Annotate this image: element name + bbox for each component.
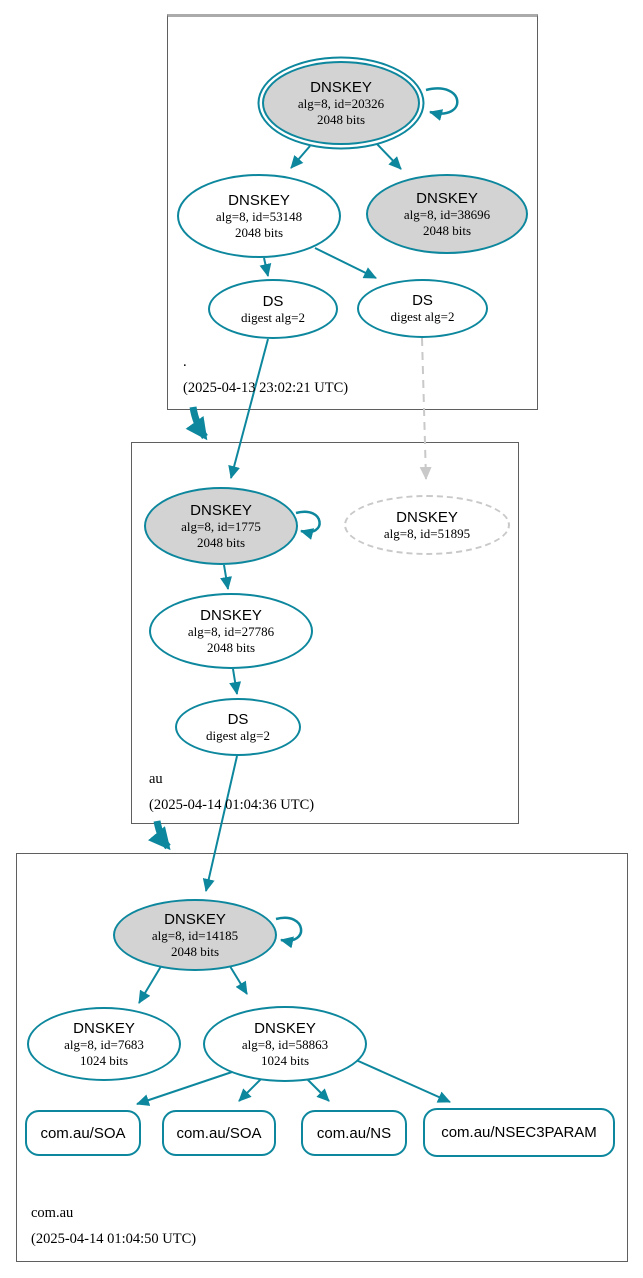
node-alg: alg=8, id=1775 bbox=[181, 519, 261, 535]
rrset-label: com.au/SOA bbox=[176, 1124, 262, 1142]
node-alg: alg=8, id=58863 bbox=[241, 1037, 329, 1053]
node-alg: alg=8, id=27786 bbox=[187, 624, 275, 640]
node-title: DS bbox=[412, 292, 433, 310]
dnskey-node-comau-zsk-58863[interactable]: DNSKEY alg=8, id=58863 1024 bits bbox=[203, 1006, 367, 1082]
node-bits: 1024 bits bbox=[79, 1052, 129, 1068]
dnskey-node-comau-ksk-14185[interactable]: DNSKEY alg=8, id=14185 2048 bits bbox=[113, 899, 277, 971]
node-title: DS bbox=[227, 710, 249, 728]
dnskey-node-root-zsk-53148[interactable]: DNSKEY alg=8, id=53148 2048 bits bbox=[177, 174, 341, 258]
rrset-node-comau-nsec3param[interactable]: com.au/NSEC3PARAM bbox=[423, 1108, 615, 1157]
node-alg: digest alg=2 bbox=[205, 727, 271, 743]
dnskey-node-root-ksk-20326[interactable]: DNSKEY alg=8, id=20326 2048 bits bbox=[262, 61, 420, 145]
rrset-label: com.au/NS bbox=[316, 1124, 392, 1142]
node-bits: 2048 bits bbox=[206, 639, 256, 655]
node-alg: digest alg=2 bbox=[240, 309, 306, 325]
dnskey-node-au-ksk-1775[interactable]: DNSKEY alg=8, id=1775 2048 bits bbox=[144, 487, 298, 565]
ds-node-root-1[interactable]: DS digest alg=2 bbox=[208, 279, 338, 339]
zone-box-com-au bbox=[16, 853, 628, 1262]
node-bits: 2048 bits bbox=[170, 943, 220, 959]
node-alg: digest alg=2 bbox=[390, 309, 455, 325]
node-alg: alg=8, id=53148 bbox=[215, 209, 303, 225]
node-alg: alg=8, id=51895 bbox=[383, 525, 471, 541]
rrset-node-comau-soa-2[interactable]: com.au/SOA bbox=[162, 1110, 276, 1156]
zone-box-root bbox=[167, 14, 538, 410]
rrset-label: com.au/SOA bbox=[40, 1124, 126, 1142]
edge-delegation-root-to-au bbox=[185, 406, 208, 441]
edge-delegation-au-to-comau bbox=[148, 820, 171, 851]
node-title: DNSKEY bbox=[190, 502, 252, 520]
node-title: DNSKEY bbox=[254, 1020, 316, 1038]
node-bits: 1024 bits bbox=[260, 1052, 310, 1068]
ds-node-root-2[interactable]: DS digest alg=2 bbox=[357, 279, 488, 338]
zone-timestamp-au: (2025-04-14 01:04:36 UTC) bbox=[149, 797, 315, 813]
zone-timestamp-root: (2025-04-13 23:02:21 UTC) bbox=[183, 380, 349, 396]
zone-timestamp-comau: (2025-04-14 01:04:50 UTC) bbox=[31, 1231, 197, 1247]
node-title: DS bbox=[262, 292, 284, 310]
rrset-label: com.au/NSEC3PARAM bbox=[441, 1124, 597, 1141]
zone-name-au: au bbox=[149, 771, 163, 787]
dnskey-node-au-insecure-51895[interactable]: DNSKEY alg=8, id=51895 bbox=[344, 495, 510, 555]
node-alg: alg=8, id=7683 bbox=[64, 1037, 144, 1053]
node-title: DNSKEY bbox=[228, 192, 290, 210]
dnskey-node-root-key-38696[interactable]: DNSKEY alg=8, id=38696 2048 bits bbox=[366, 174, 528, 254]
node-title: DNSKEY bbox=[164, 911, 226, 929]
node-title: DNSKEY bbox=[396, 508, 458, 526]
zone-name-root: . bbox=[183, 354, 187, 370]
node-bits: 2048 bits bbox=[422, 222, 472, 238]
dnskey-node-comau-zsk-7683[interactable]: DNSKEY alg=8, id=7683 1024 bits bbox=[27, 1007, 181, 1081]
rrset-node-comau-ns[interactable]: com.au/NS bbox=[301, 1110, 407, 1156]
node-bits: 2048 bits bbox=[316, 111, 366, 127]
node-alg: alg=8, id=20326 bbox=[297, 96, 385, 112]
dnskey-node-au-zsk-27786[interactable]: DNSKEY alg=8, id=27786 2048 bits bbox=[149, 593, 313, 669]
node-alg: alg=8, id=14185 bbox=[151, 928, 239, 944]
node-title: DNSKEY bbox=[73, 1020, 135, 1038]
ds-node-au[interactable]: DS digest alg=2 bbox=[175, 698, 301, 756]
node-title: DNSKEY bbox=[310, 79, 372, 97]
node-alg: alg=8, id=38696 bbox=[403, 207, 491, 223]
zone-name-comau: com.au bbox=[31, 1205, 74, 1221]
node-bits: 2048 bits bbox=[234, 224, 284, 240]
zone-box-au bbox=[131, 442, 519, 824]
node-title: DNSKEY bbox=[200, 607, 262, 625]
rrset-node-comau-soa-1[interactable]: com.au/SOA bbox=[25, 1110, 141, 1156]
node-title: DNSKEY bbox=[416, 190, 478, 208]
node-bits: 2048 bits bbox=[196, 534, 246, 550]
